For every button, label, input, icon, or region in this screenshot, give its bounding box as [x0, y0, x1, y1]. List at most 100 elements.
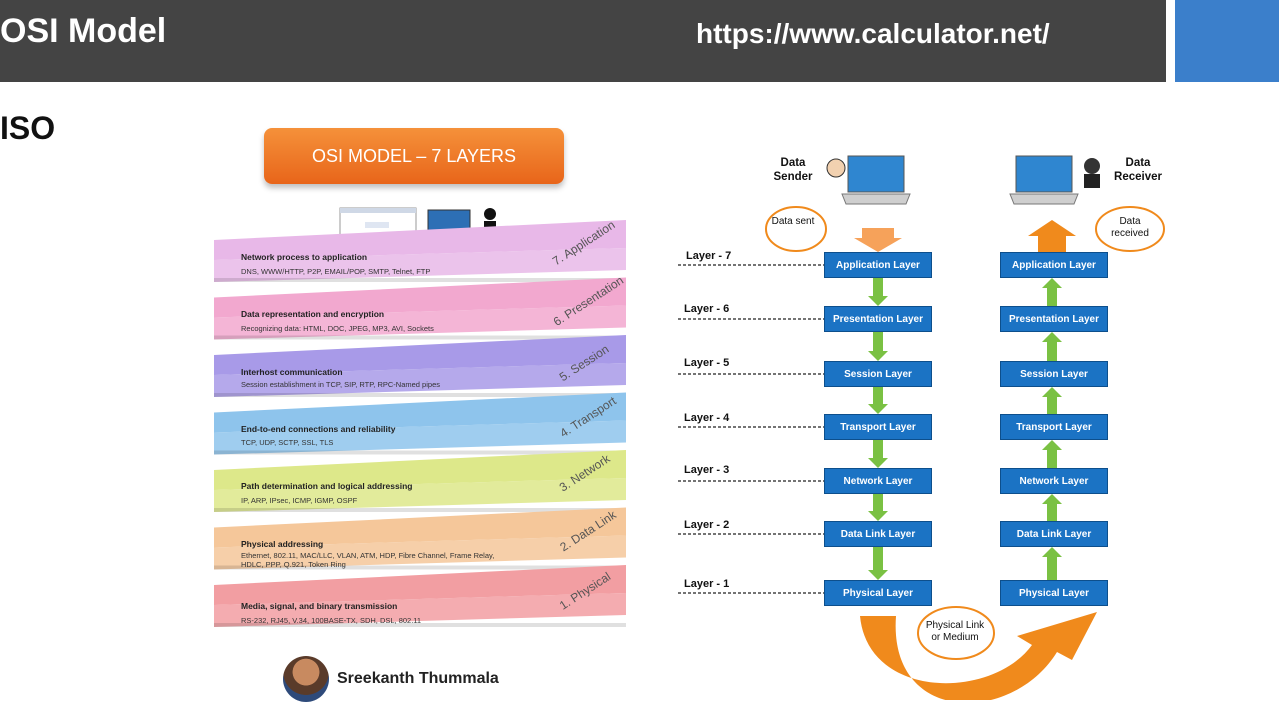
layer-6-protocols: Recognizing data: HTML, DOC, JPEG, MP3, … [241, 324, 434, 333]
layer-slab-3 [214, 450, 626, 512]
received-bubble [1095, 206, 1165, 252]
sender-presentation-layer: Presentation Layer [824, 306, 932, 332]
receiver-network-layer: Network Layer [1000, 468, 1108, 494]
layer-3-protocols: IP, ARP, IPsec, ICMP, IGMP, OSPF [241, 496, 358, 505]
layer-4-protocols: TCP, UDP, SCTP, SSL, TLS [241, 438, 334, 447]
author-credit: Sreekanth Thummala [283, 656, 499, 702]
layer-shadow [214, 565, 626, 570]
layer-4-title: End-to-end connections and reliability [241, 424, 396, 434]
down-arrow-head [868, 570, 888, 580]
up-arrow-shaft [1047, 286, 1057, 306]
receiver-label: Data Receiver [1108, 156, 1168, 184]
layer-top-face [214, 392, 626, 433]
down-arrow-shaft [873, 494, 883, 513]
up-arrow-head [1042, 494, 1062, 504]
up-arrow-head [1042, 278, 1062, 288]
row-label-7: Layer - 7 [686, 250, 732, 262]
down-arrow-head [868, 404, 888, 414]
up-arrow-head [1042, 387, 1062, 397]
send-arrow [854, 228, 902, 252]
layer-slab-1 [214, 565, 626, 627]
layer-top-face [214, 450, 626, 490]
accent-block [1175, 0, 1279, 82]
layer-front-face [214, 305, 626, 340]
layer-front-face [214, 363, 626, 397]
layer-7-title: Network process to application [241, 252, 368, 262]
row-label-5: Layer - 5 [684, 357, 730, 369]
source-url: https://www.calculator.net/ [696, 18, 1050, 49]
receiver-session-layer: Session Layer [1000, 361, 1108, 387]
layer-slab-6 [214, 277, 626, 340]
row-label-2: Layer - 2 [684, 519, 730, 531]
layer-7-protocols: DNS, WWW/HTTP, P2P, EMAIL/POP, SMTP, Tel… [241, 267, 431, 276]
down-arrow-head [868, 296, 888, 306]
up-arrow-shaft [1047, 555, 1057, 580]
layer-2-protocols: Ethernet, 802.11, MAC/LLC, VLAN, ATM, HD… [241, 551, 495, 569]
up-arrow-shaft [1047, 502, 1057, 521]
header-bar: OSI Model https://www.calculator.net/ [0, 0, 1166, 82]
down-arrow-shaft [873, 332, 883, 353]
flow-graphic [678, 155, 1165, 700]
receive-arrow [1028, 220, 1076, 252]
receiver-text: Data Receiver [1114, 157, 1162, 183]
layer-2-title: Physical addressing [241, 539, 324, 549]
layer-shadow [214, 335, 626, 340]
layer-front-face [214, 535, 626, 570]
down-arrow-shaft [873, 278, 883, 298]
up-arrow-shaft [1047, 340, 1057, 361]
receiver-laptop-base [1009, 193, 1079, 205]
receiver-application-layer: Application Layer [1000, 252, 1108, 278]
sent-bubble [765, 206, 827, 252]
layer-top-face [214, 335, 626, 375]
layer-5-title: Interhost communication [241, 367, 343, 377]
medium-bubble [917, 606, 995, 660]
medium-u-arrow [860, 612, 1097, 700]
section-label: ISO [0, 110, 56, 146]
receiver-data-link-layer: Data Link Layer [1000, 521, 1108, 547]
sender-data-link-layer: Data Link Layer [824, 521, 932, 547]
sender-laptop-screen [847, 155, 905, 193]
layer-1-title: Media, signal, and binary transmission [241, 601, 398, 611]
page-title: OSI Model [0, 12, 167, 50]
data-received-callout: Data received [1111, 216, 1149, 239]
sender-label: Data Sender [768, 156, 818, 184]
layer-top-face [214, 220, 626, 260]
layer-front-face [214, 248, 626, 282]
up-arrow-shaft [1047, 395, 1057, 414]
layer-3-title: Path determination and logical addressin… [241, 481, 413, 491]
receiver-person-body [1084, 174, 1100, 188]
down-arrow-shaft [873, 387, 883, 406]
row-label-1: Layer - 1 [684, 578, 730, 590]
data-sent-callout: Data sent [771, 216, 815, 227]
receiver-person-icon [1084, 158, 1100, 174]
sender-application-layer: Application Layer [824, 252, 932, 278]
sender-session-layer: Session Layer [824, 361, 932, 387]
sender-network-layer: Network Layer [824, 468, 932, 494]
layer-shadow [214, 623, 626, 627]
up-arrow-head [1042, 440, 1062, 450]
sender-laptop-base [841, 193, 911, 205]
medium-callout: Physical Link or Medium [925, 620, 985, 643]
sender-text: Data Sender [773, 157, 813, 183]
up-arrow-head [1042, 547, 1062, 557]
layer-front-face [214, 478, 626, 512]
row-label-3: Layer - 3 [684, 464, 730, 476]
receiver-presentation-layer: Presentation Layer [1000, 306, 1108, 332]
layer-5-protocols: Session establishment in TCP, SIP, RTP, … [241, 380, 440, 389]
receiver-transport-layer: Transport Layer [1000, 414, 1108, 440]
layer-slab-5 [214, 335, 626, 397]
down-arrow-head [868, 458, 888, 468]
sender-transport-layer: Transport Layer [824, 414, 932, 440]
down-arrow-head [868, 511, 888, 521]
layer-shadow [214, 508, 626, 512]
layer-slab-2 [214, 507, 626, 570]
sender-person-icon [826, 158, 846, 178]
receiver-laptop-screen [1015, 155, 1073, 193]
down-arrow-shaft [873, 440, 883, 460]
layer-slab-4 [214, 392, 626, 455]
up-arrow-shaft [1047, 448, 1057, 468]
layer-front-face [214, 593, 626, 627]
down-arrow-shaft [873, 547, 883, 572]
layer-top-face [214, 277, 626, 318]
layer-1-protocols: RS-232, RJ45, V.34, 100BASE-TX, SDH, DSL… [241, 616, 422, 625]
